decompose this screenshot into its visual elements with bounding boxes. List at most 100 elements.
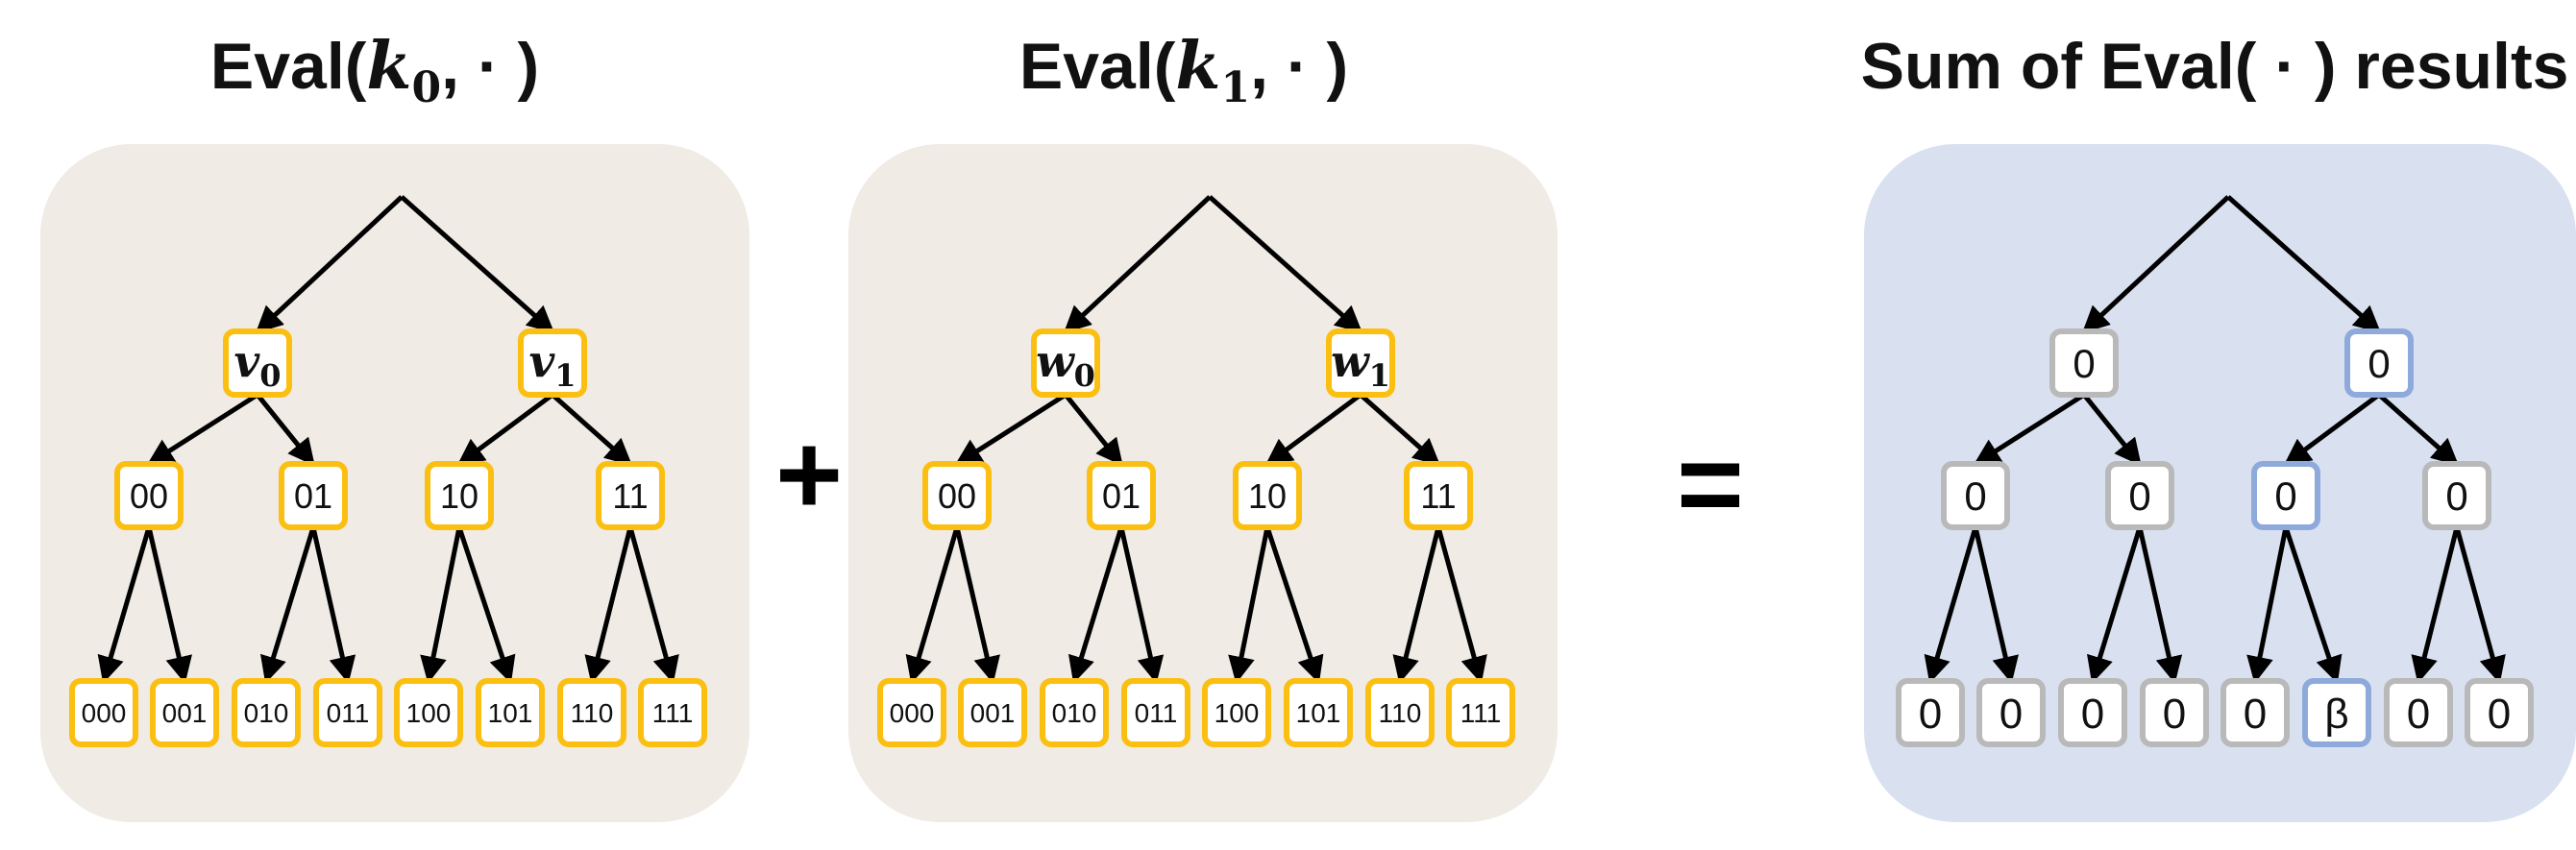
panel-2-node-l3-7 xyxy=(2465,678,2534,747)
panel-2-arrow-l1-2 xyxy=(2283,392,2381,467)
panel-1-arrow-l1-0 xyxy=(954,392,1067,467)
panel-2-node-l1-0-label: 0 xyxy=(2073,341,2095,386)
panel-2-arrow-l2-2 xyxy=(2086,526,2143,684)
panel-2-node-l2-1 xyxy=(2105,461,2174,530)
panel-0-background xyxy=(40,144,749,822)
panel-2-node-l3-2-label: 0 xyxy=(2081,691,2104,738)
panel-1-node-l1-1 xyxy=(1326,328,1395,398)
panel-2-node-l3-4 xyxy=(2220,678,2290,747)
panel-0-arrow-l1-1 xyxy=(256,393,315,467)
panel-0-arrow-root-0 xyxy=(255,195,404,333)
equals-operator: = xyxy=(1677,420,1744,548)
panel-1-node-l1-1-label: w1 xyxy=(1331,335,1390,394)
panel-0-node-l2-3 xyxy=(596,461,665,530)
panel-0-node-l3-6-label: 110 xyxy=(571,698,614,728)
panel-2-arrow-root-0 xyxy=(2081,195,2230,333)
panel-1-arrow-l2-5 xyxy=(1264,526,1324,684)
panel-1-node-l3-2 xyxy=(1040,678,1109,747)
panel-0-arrow-l2-0 xyxy=(97,526,152,684)
panel-0-title: Eval(k0, · ) xyxy=(210,28,539,112)
panel-0-node-l3-1-label: 001 xyxy=(162,698,208,728)
panel-0-node-l2-1 xyxy=(279,461,348,530)
panel-2-node-l1-1-label: 0 xyxy=(2367,341,2390,386)
panel-2-node-l3-1-label: 0 xyxy=(1999,691,2023,738)
panel-1-node-l3-1-label: 001 xyxy=(970,698,1016,728)
panel-1-node-l3-0 xyxy=(877,678,946,747)
panel-0-arrow-root-1 xyxy=(400,195,555,333)
panel-0-arrow-l2-2 xyxy=(259,526,316,684)
panel-1-node-l3-5-label: 101 xyxy=(1296,698,1341,728)
panel-1-node-l3-5 xyxy=(1284,678,1353,747)
panel-1-arrow-l2-3 xyxy=(1118,526,1165,684)
panel-2-node-l2-3 xyxy=(2422,461,2491,530)
panel-2-arrow-l2-4 xyxy=(2246,526,2289,684)
panel-2-node-l3-2 xyxy=(2058,678,2127,747)
panel-1-node-l1-0-label: w0 xyxy=(1036,335,1095,394)
panel-2-node-l3-1 xyxy=(1976,678,2046,747)
panel-2-node-l2-0 xyxy=(1941,461,2010,530)
panel-0-arrow-l1-3 xyxy=(551,393,633,466)
panel-2-arrow-root-1 xyxy=(2226,195,2382,333)
panel-2-arrow-l1-0 xyxy=(1973,392,2086,467)
panel-2-node-l1-1 xyxy=(2344,328,2414,398)
panel-0-node-l3-3 xyxy=(313,678,382,747)
panel-0-node-l2-3-label: 11 xyxy=(612,476,648,516)
panel-1-arrow-root-0 xyxy=(1063,195,1212,333)
panel-2-arrow-l2-0 xyxy=(1924,526,1978,684)
panel-0-node-l3-4-label: 100 xyxy=(406,698,452,728)
panel-0-node-l3-2-label: 010 xyxy=(244,698,289,728)
panel-1-node-l2-2-label: 10 xyxy=(1248,476,1287,516)
panel-2-node-l2-2 xyxy=(2251,461,2320,530)
panel-0-node-l3-7-label: 111 xyxy=(652,698,694,728)
panel-0-arrow-l1-0 xyxy=(146,392,259,467)
panel-2-node-l2-3-label: 0 xyxy=(2445,474,2467,519)
panel-2-node-l3-6 xyxy=(2384,678,2453,747)
panel-1-node-l3-6-label: 110 xyxy=(1379,698,1422,728)
panel-0-node-l3-7 xyxy=(638,678,707,747)
panel-2-title: Sum of Eval( · ) results xyxy=(1861,30,2569,103)
panel-0-node-l3-6 xyxy=(557,678,626,747)
panel-0-node-l3-0-label: 000 xyxy=(82,698,127,728)
panel-0-arrow-l2-4 xyxy=(420,526,462,684)
panel-2-arrow-l2-6 xyxy=(2411,526,2460,684)
panel-1-node-l3-6 xyxy=(1365,678,1435,747)
panel-2-node-l3-3 xyxy=(2140,678,2209,747)
panel-1-node-l2-3-label: 11 xyxy=(1420,476,1456,516)
panel-1-node-l2-0-label: 00 xyxy=(938,476,976,516)
panel-1-arrow-l2-2 xyxy=(1067,526,1124,684)
panel-1-arrow-l2-0 xyxy=(905,526,960,684)
panel-2-background xyxy=(1864,144,2576,822)
panel-2-node-l3-6-label: 0 xyxy=(2407,691,2430,738)
panel-1-arrow-l1-3 xyxy=(1359,393,1441,466)
panel-1-arrow-l1-2 xyxy=(1264,392,1362,467)
panel-0-arrow-l2-7 xyxy=(627,526,679,684)
panel-2-node-l3-0-label: 0 xyxy=(1919,691,1942,738)
panel-2-node-l2-2-label: 0 xyxy=(2274,474,2296,519)
panel-1-node-l2-2 xyxy=(1233,461,1302,530)
plus-operator: + xyxy=(775,410,843,539)
panel-0-arrow-l2-6 xyxy=(584,526,633,684)
panel-0-node-l3-5-label: 101 xyxy=(488,698,533,728)
panel-1-node-l3-4-label: 100 xyxy=(1214,698,1260,728)
panel-1-node-l2-1 xyxy=(1087,461,1156,530)
panel-0-arrow-l1-2 xyxy=(456,392,554,467)
panel-0-node-l2-0-label: 00 xyxy=(130,476,168,516)
panel-0-node-l2-2-label: 10 xyxy=(440,476,478,516)
panel-0-node-l2-2 xyxy=(425,461,494,530)
panel-2-arrow-l2-1 xyxy=(1973,526,2019,684)
panel-0-node-l3-1 xyxy=(150,678,219,747)
panel-0-node-l3-4 xyxy=(394,678,463,747)
panel-1-arrow-l2-1 xyxy=(954,526,1000,684)
panel-1-node-l3-4 xyxy=(1202,678,1271,747)
panel-1-node-l1-0 xyxy=(1031,328,1100,398)
panel-2-node-l3-0 xyxy=(1896,678,1965,747)
panel-2-arrow-l1-1 xyxy=(2082,393,2142,467)
panel-1-arrow-l2-6 xyxy=(1392,526,1441,684)
panel-2-arrow-l2-3 xyxy=(2137,526,2183,684)
panel-0-node-l3-0 xyxy=(69,678,138,747)
panel-2-node-l3-5-label: β xyxy=(2324,691,2348,738)
panel-1-background xyxy=(848,144,1558,822)
panel-0-node-l1-1 xyxy=(518,328,587,398)
panel-0-node-l2-0 xyxy=(114,461,184,530)
panel-0-arrow-l2-1 xyxy=(146,526,192,684)
